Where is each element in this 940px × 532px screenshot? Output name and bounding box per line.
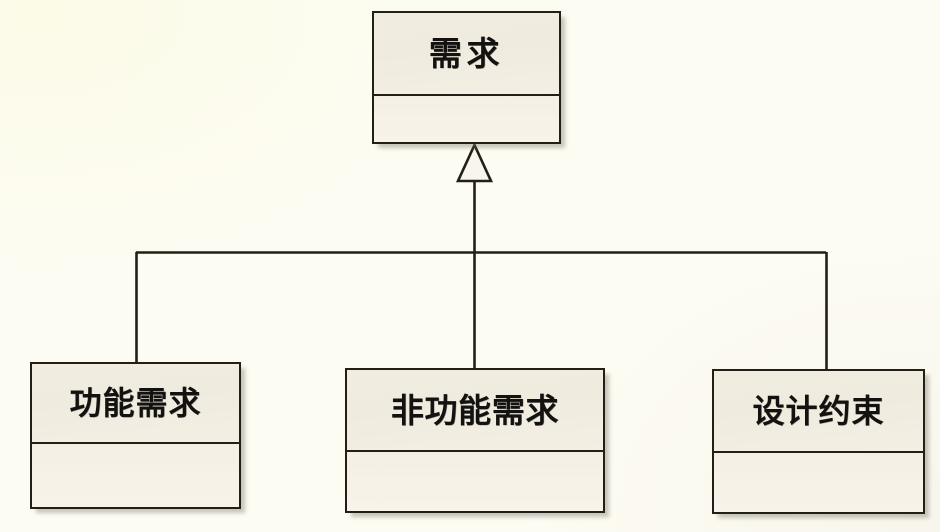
uml-class-box-functional-requirement[interactable]: 功能需求	[30, 362, 241, 509]
generalization-arrowhead-triangle	[455, 141, 494, 183]
uml-class-box-nonfunctional-requirement[interactable]: 非功能需求	[345, 368, 605, 513]
uml-name-compartment: 需求	[374, 13, 559, 96]
uml-name-compartment: 功能需求	[32, 364, 239, 444]
uml-class-box-design-constraint[interactable]: 设计约束	[712, 369, 925, 514]
uml-attribute-compartment	[32, 444, 239, 507]
uml-attribute-compartment	[374, 96, 559, 142]
uml-attribute-compartment	[347, 452, 603, 511]
uml-class-box-requirement[interactable]: 需求	[372, 11, 561, 144]
uml-name-compartment: 非功能需求	[347, 370, 603, 452]
uml-class-name-label: 需求	[428, 34, 505, 73]
uml-name-compartment: 设计约束	[714, 371, 923, 453]
uml-class-name-label: 功能需求	[69, 384, 202, 422]
uml-attribute-compartment	[714, 453, 923, 512]
uml-class-name-label: 设计约束	[752, 392, 885, 430]
uml-class-name-label: 非功能需求	[390, 390, 560, 430]
